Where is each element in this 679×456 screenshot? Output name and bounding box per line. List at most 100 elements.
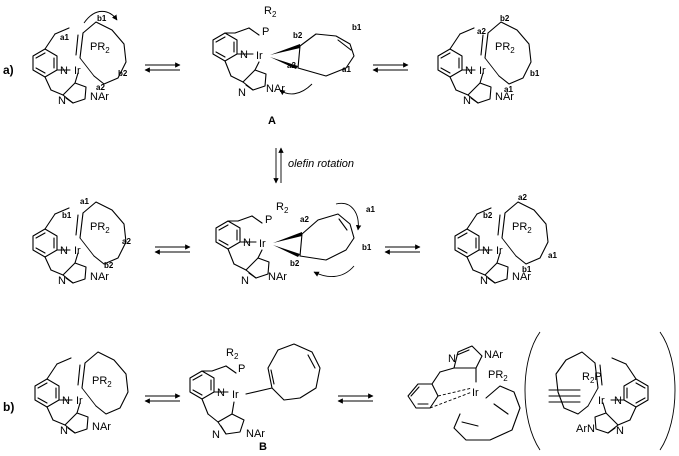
- equilibrium-arrow-a1: [144, 62, 181, 73]
- atom-N-imid: N: [212, 429, 220, 441]
- equilibrium-arrow-b1: [144, 393, 181, 404]
- atom-N-imid: N: [448, 353, 456, 365]
- atom-NAr: NAr: [90, 91, 109, 103]
- complex-b-left: N Ir PR2 NAr N: [34, 351, 129, 437]
- equilibrium-arrow-b2: [337, 393, 374, 404]
- open-parenthesis: [524, 331, 541, 451]
- atom-R2: R2: [226, 347, 239, 361]
- complex-row2-center: N Ir P R2 NAr N a2 a1 b2 b1: [215, 201, 375, 287]
- atom-Ir: Ir: [74, 65, 81, 77]
- atom-NAr: NAr: [90, 271, 109, 283]
- atom-PR2: PR2: [92, 375, 112, 389]
- site-b1: b1: [522, 265, 532, 274]
- atom-NAr: NAr: [484, 349, 503, 361]
- atom-Ir: Ir: [76, 395, 83, 407]
- site-b1: b1: [362, 243, 372, 252]
- site-a1: a1: [504, 85, 513, 94]
- part-a-label: a): [3, 63, 14, 77]
- site-a1: a1: [80, 197, 89, 206]
- complex-a-right: N Ir PR2 NAr N b2 a2 b1 a1: [437, 14, 540, 107]
- atom-N: N: [240, 49, 248, 61]
- complex-b-perspective: N NAr Ir PR2: [407, 345, 521, 441]
- site-b1: b1: [62, 211, 72, 220]
- atom-N-imid: N: [616, 425, 624, 437]
- site-b2: b2: [118, 69, 128, 78]
- atom-N: N: [614, 395, 622, 407]
- site-b1: b1: [352, 23, 362, 32]
- site-a1: a1: [548, 251, 557, 260]
- close-parenthesis: [659, 331, 676, 451]
- atom-PR2: PR2: [90, 41, 110, 55]
- atom-P: P: [238, 363, 245, 375]
- atom-PR2: PR2: [90, 221, 110, 235]
- equilibrium-arrow-row2-left: [154, 244, 191, 255]
- atom-PR2: PR2: [512, 221, 532, 235]
- equilibrium-arrow-a2: [372, 62, 409, 73]
- atom-NAr: NAr: [246, 428, 265, 440]
- atom-Ir: Ir: [256, 50, 263, 62]
- atom-NAr: NAr: [266, 83, 285, 95]
- complex-b-mirror: N Ir R2P ArN N: [555, 351, 649, 437]
- atom-N: N: [217, 387, 225, 399]
- site-a2: a2: [518, 193, 527, 202]
- atom-N: N: [60, 65, 68, 77]
- identity-symbol: [548, 389, 581, 403]
- complex-B: N Ir P R2 NAr N B: [189, 343, 321, 453]
- atom-N-imid: N: [238, 87, 246, 99]
- atom-Ir: Ir: [472, 387, 479, 399]
- site-a1: a1: [366, 205, 375, 214]
- site-b2: b2: [104, 261, 114, 270]
- site-b2: b2: [500, 14, 510, 23]
- site-a2: a2: [287, 61, 296, 70]
- site-a2: a2: [477, 27, 486, 36]
- atom-Ir: Ir: [74, 245, 81, 257]
- atom-NAr: NAr: [495, 91, 514, 103]
- olefin-rotation-label: olefin rotation: [288, 158, 354, 170]
- atom-N: N: [60, 245, 68, 257]
- complex-a-left: N Ir PR2 NAr N b1 a1 b2 a2: [32, 10, 128, 107]
- site-a1: a1: [342, 65, 351, 74]
- olefin-rotation-arrow: olefin rotation: [273, 147, 354, 184]
- atom-P: P: [265, 214, 272, 226]
- site-a2: a2: [300, 215, 309, 224]
- atom-R2: R2: [276, 201, 289, 215]
- complex-row2-left: N Ir PR2 NAr N a1 b1 a2 b2: [32, 197, 131, 287]
- atom-Ir: Ir: [259, 238, 266, 250]
- atom-PR2: PR2: [488, 369, 508, 383]
- site-a2: a2: [96, 83, 105, 92]
- atom-Ir: Ir: [496, 245, 503, 257]
- atom-NAr: NAr: [92, 421, 111, 433]
- atom-R2P: R2P: [582, 371, 602, 385]
- compound-B-label: B: [259, 441, 267, 453]
- part-b-label: b): [3, 400, 14, 414]
- complex-A: N Ir P R2 NAr N b2 b1 a2 a1 A: [212, 5, 362, 127]
- complex-row2-right: N Ir PR2 NAr N a2 b2 a1 b1: [454, 193, 557, 287]
- site-b2: b2: [290, 259, 300, 268]
- atom-NAr: NAr: [512, 271, 531, 283]
- atom-NAr: NAr: [268, 271, 287, 283]
- site-b1: b1: [530, 69, 540, 78]
- atom-PR2: PR2: [495, 41, 515, 55]
- atom-N-imid: N: [480, 275, 488, 287]
- atom-N: N: [482, 245, 490, 257]
- atom-Ir: Ir: [232, 389, 239, 401]
- atom-N-imid: N: [58, 275, 66, 287]
- site-b2: b2: [293, 31, 303, 40]
- atom-ArN: ArN: [576, 423, 595, 435]
- site-b1: b1: [97, 14, 107, 23]
- atom-P: P: [262, 26, 269, 38]
- atom-R2: R2: [264, 5, 277, 19]
- atom-N-imid: N: [241, 275, 249, 287]
- site-a1: a1: [60, 33, 69, 42]
- compound-A-label: A: [268, 115, 276, 127]
- atom-N: N: [243, 237, 251, 249]
- atom-N: N: [62, 395, 70, 407]
- atom-Ir: Ir: [479, 65, 486, 77]
- atom-N: N: [465, 65, 473, 77]
- site-b2: b2: [483, 211, 493, 220]
- atom-N-imid: N: [463, 95, 471, 107]
- atom-N-imid: N: [58, 95, 66, 107]
- atom-N-imid: N: [60, 425, 68, 437]
- atom-Ir: Ir: [598, 395, 605, 407]
